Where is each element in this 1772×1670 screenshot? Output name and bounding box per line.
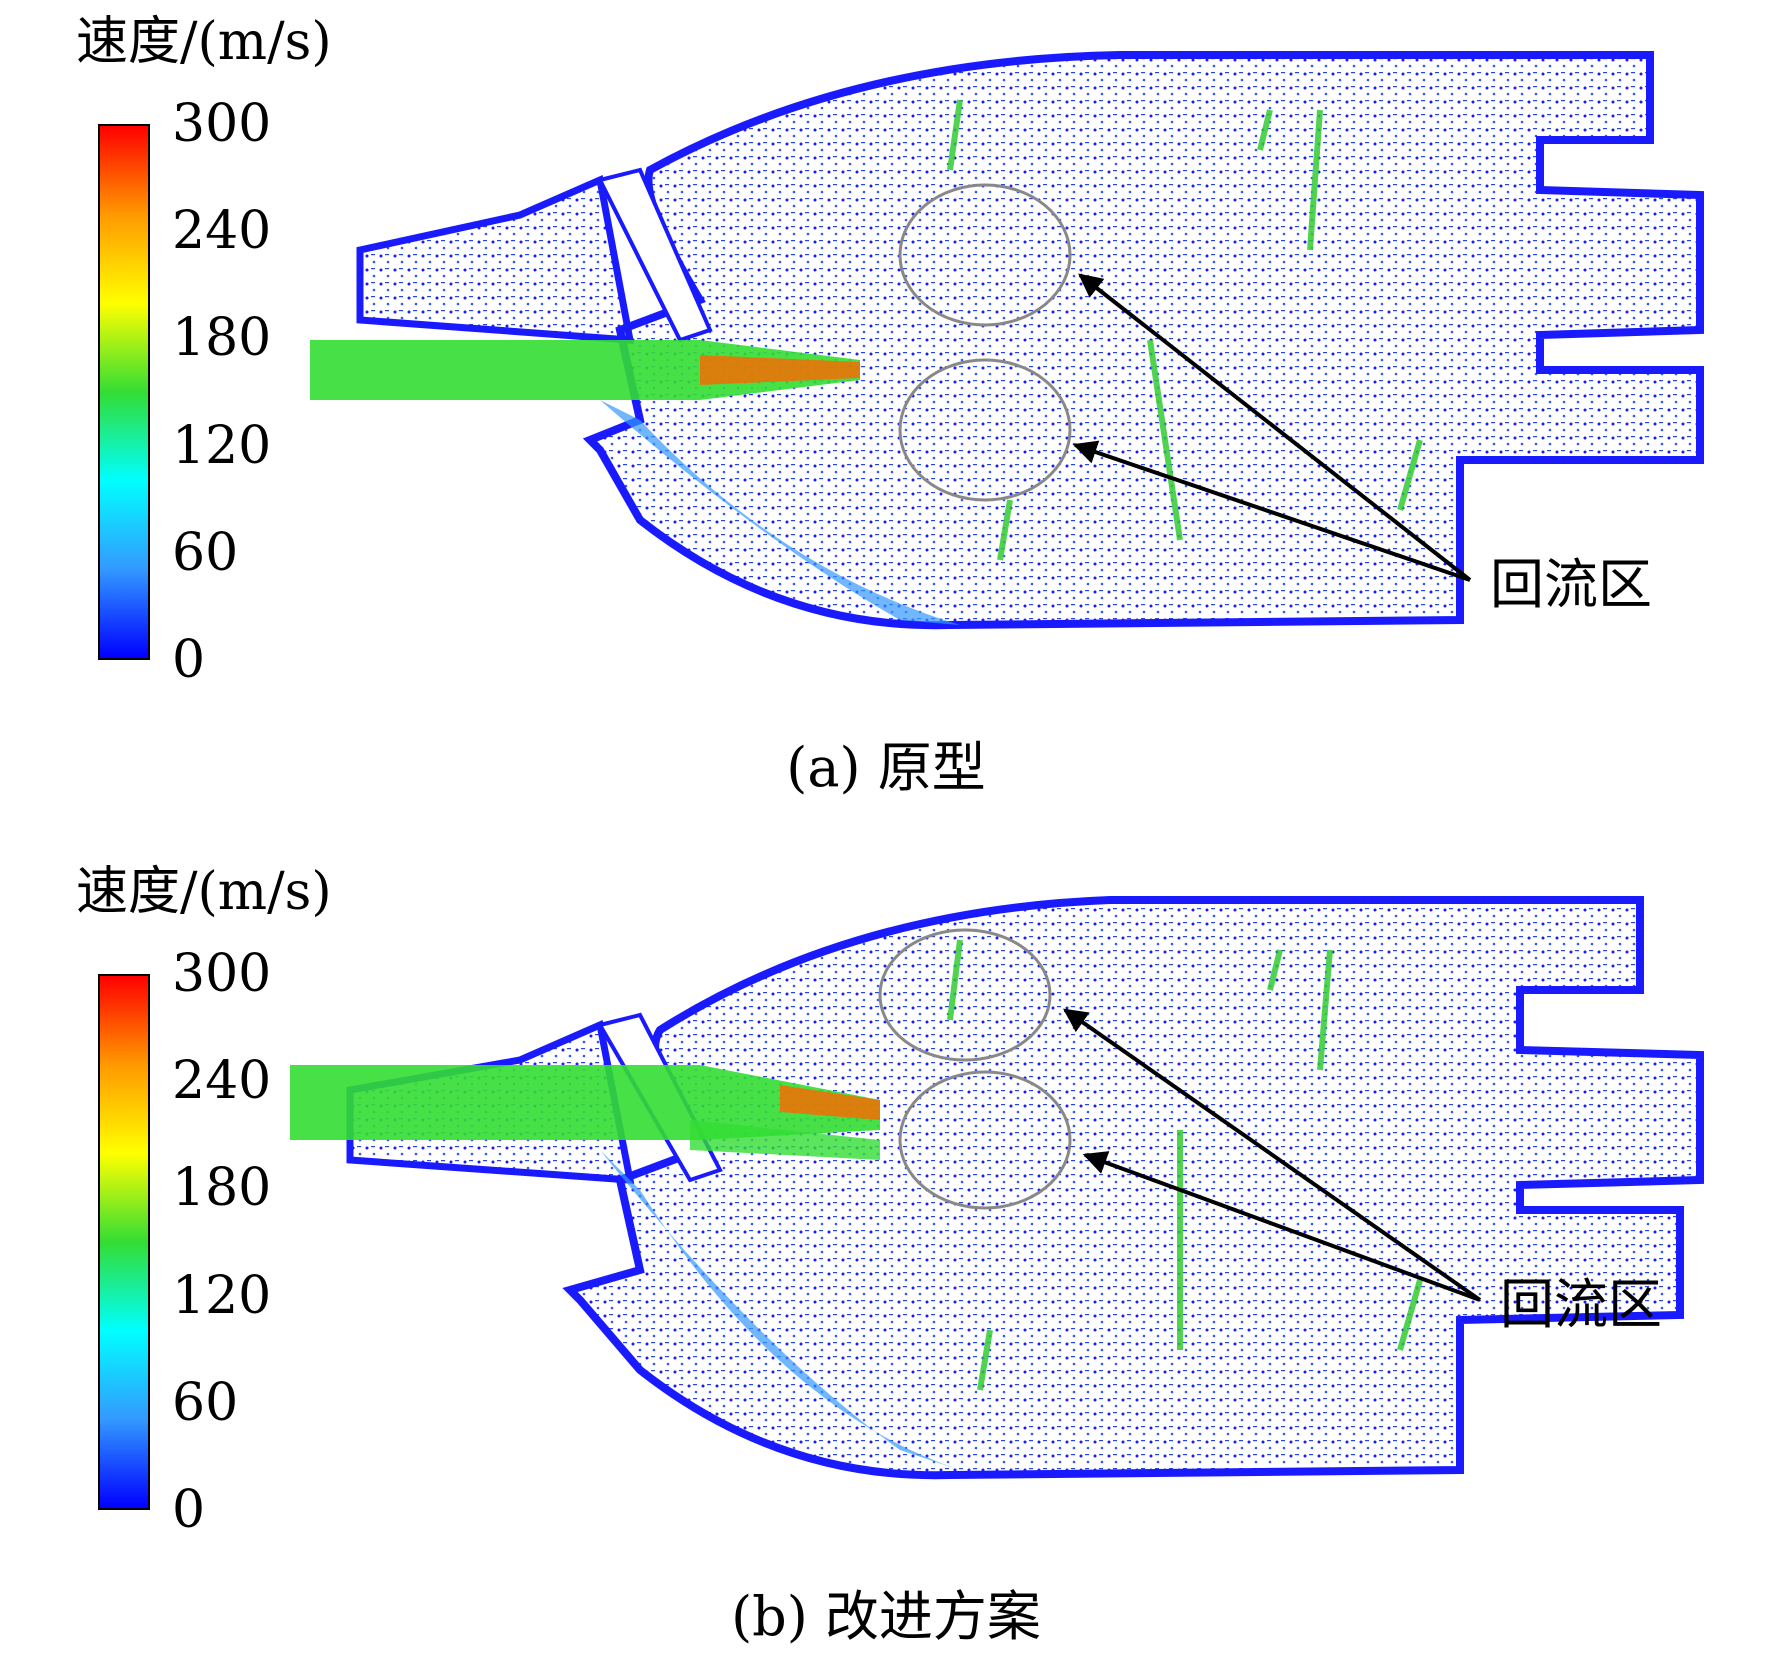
- colorbar: [98, 974, 150, 1510]
- panel-a: 速度/(m/s) 300 240 180 120 60 0: [0, 0, 1772, 820]
- combustor-outline: [346, 896, 1704, 1480]
- recirculation-zone-upper: [878, 928, 1052, 1062]
- panel-caption: (a) 原型: [786, 736, 986, 799]
- colorbar-tick: 240: [172, 201, 272, 261]
- colorbar-tick: 180: [172, 1158, 272, 1218]
- recirculation-zone-label: 回流区: [1490, 553, 1652, 616]
- callout-arrow: [1072, 440, 1471, 582]
- panel-caption: (b) 改进方案: [731, 1585, 1041, 1648]
- inlet-jet: [310, 340, 960, 625]
- recirculation-zone-label: 回流区: [1500, 1273, 1662, 1336]
- colorbar-title: 速度/(m/s): [76, 862, 332, 922]
- recirculation-zone-upper: [898, 183, 1072, 327]
- velocity-field-diagram: [290, 896, 1704, 1480]
- recirculation-zone-lower: [898, 1070, 1072, 1210]
- colorbar: [98, 124, 150, 660]
- colorbar-tick: 0: [172, 630, 206, 690]
- primary-jets: [947, 99, 1423, 561]
- colorbar-tick: 300: [172, 944, 272, 1004]
- colorbar-tick: 60: [172, 523, 239, 583]
- colorbar-tick: 60: [172, 1373, 239, 1433]
- recirculation-zone-lower: [898, 358, 1072, 502]
- panel-b: 速度/(m/s) 300 240 180 120 60 0: [0, 850, 1772, 1670]
- colorbar-tick: 120: [172, 1266, 272, 1326]
- combustor-outline: [356, 51, 1704, 630]
- callout-arrow: [1063, 1008, 1482, 1302]
- colorbar-tick: 120: [172, 416, 272, 476]
- primary-jets: [947, 939, 1423, 1391]
- colorbar-tick: 240: [172, 1051, 272, 1111]
- colorbar-title: 速度/(m/s): [76, 12, 332, 72]
- colorbar-tick: 300: [172, 94, 272, 154]
- colorbar-tick: 180: [172, 308, 272, 368]
- callout-arrow: [1082, 1151, 1481, 1302]
- callout-arrow: [1078, 273, 1472, 582]
- velocity-field-diagram: [310, 51, 1704, 630]
- inlet-jet: [290, 1065, 960, 1470]
- colorbar-tick: 0: [172, 1480, 206, 1540]
